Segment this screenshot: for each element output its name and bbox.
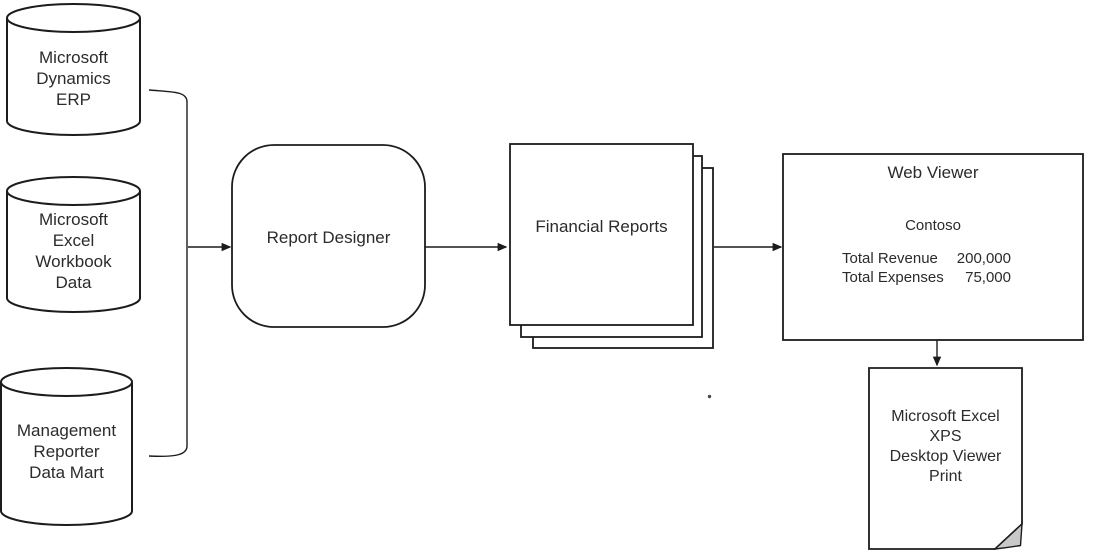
- web-viewer-title: Web Viewer: [887, 163, 979, 182]
- web-viewer-box: [782, 153, 1084, 341]
- data-mart-cylinder: [0, 382, 133, 526]
- excel-workbook-label: Microsoft Excel Workbook Data: [35, 210, 112, 292]
- financial-reports-sheet-front: [509, 143, 694, 326]
- report-row-value: 75,000: [965, 269, 1011, 286]
- report-row: Total Revenue 200,000: [842, 249, 1011, 268]
- sources-bracket-connector: [148, 89, 188, 457]
- financial-reports-label: Financial Reports: [535, 217, 668, 236]
- web-viewer-report-rows: Total Revenue 200,000 Total Expenses 75,…: [842, 249, 1011, 287]
- data-mart-cylinder-top: [0, 367, 133, 397]
- report-designer-box: [231, 144, 426, 328]
- data-mart-label: Management Reporter Data Mart: [16, 421, 117, 482]
- report-row-label: Total Expenses: [842, 269, 944, 286]
- report-designer-label: Report Designer: [266, 228, 391, 247]
- dynamics-erp-cylinder: [6, 18, 141, 136]
- excel-workbook-cylinder: [6, 191, 141, 313]
- stray-dot: [707, 394, 712, 399]
- report-row: Total Expenses 75,000: [842, 268, 1011, 287]
- web-viewer-company: Contoso: [905, 217, 961, 234]
- dynamics-erp-cylinder-top: [6, 3, 141, 33]
- excel-workbook-cylinder-top: [6, 176, 141, 206]
- report-row-label: Total Revenue: [842, 250, 938, 267]
- report-row-value: 200,000: [956, 250, 1011, 267]
- output-document-label: Microsoft Excel XPS Desktop Viewer Print: [889, 408, 1002, 485]
- output-document-fold-corner: [992, 522, 1023, 550]
- dynamics-erp-label: Microsoft Dynamics ERP: [36, 48, 111, 109]
